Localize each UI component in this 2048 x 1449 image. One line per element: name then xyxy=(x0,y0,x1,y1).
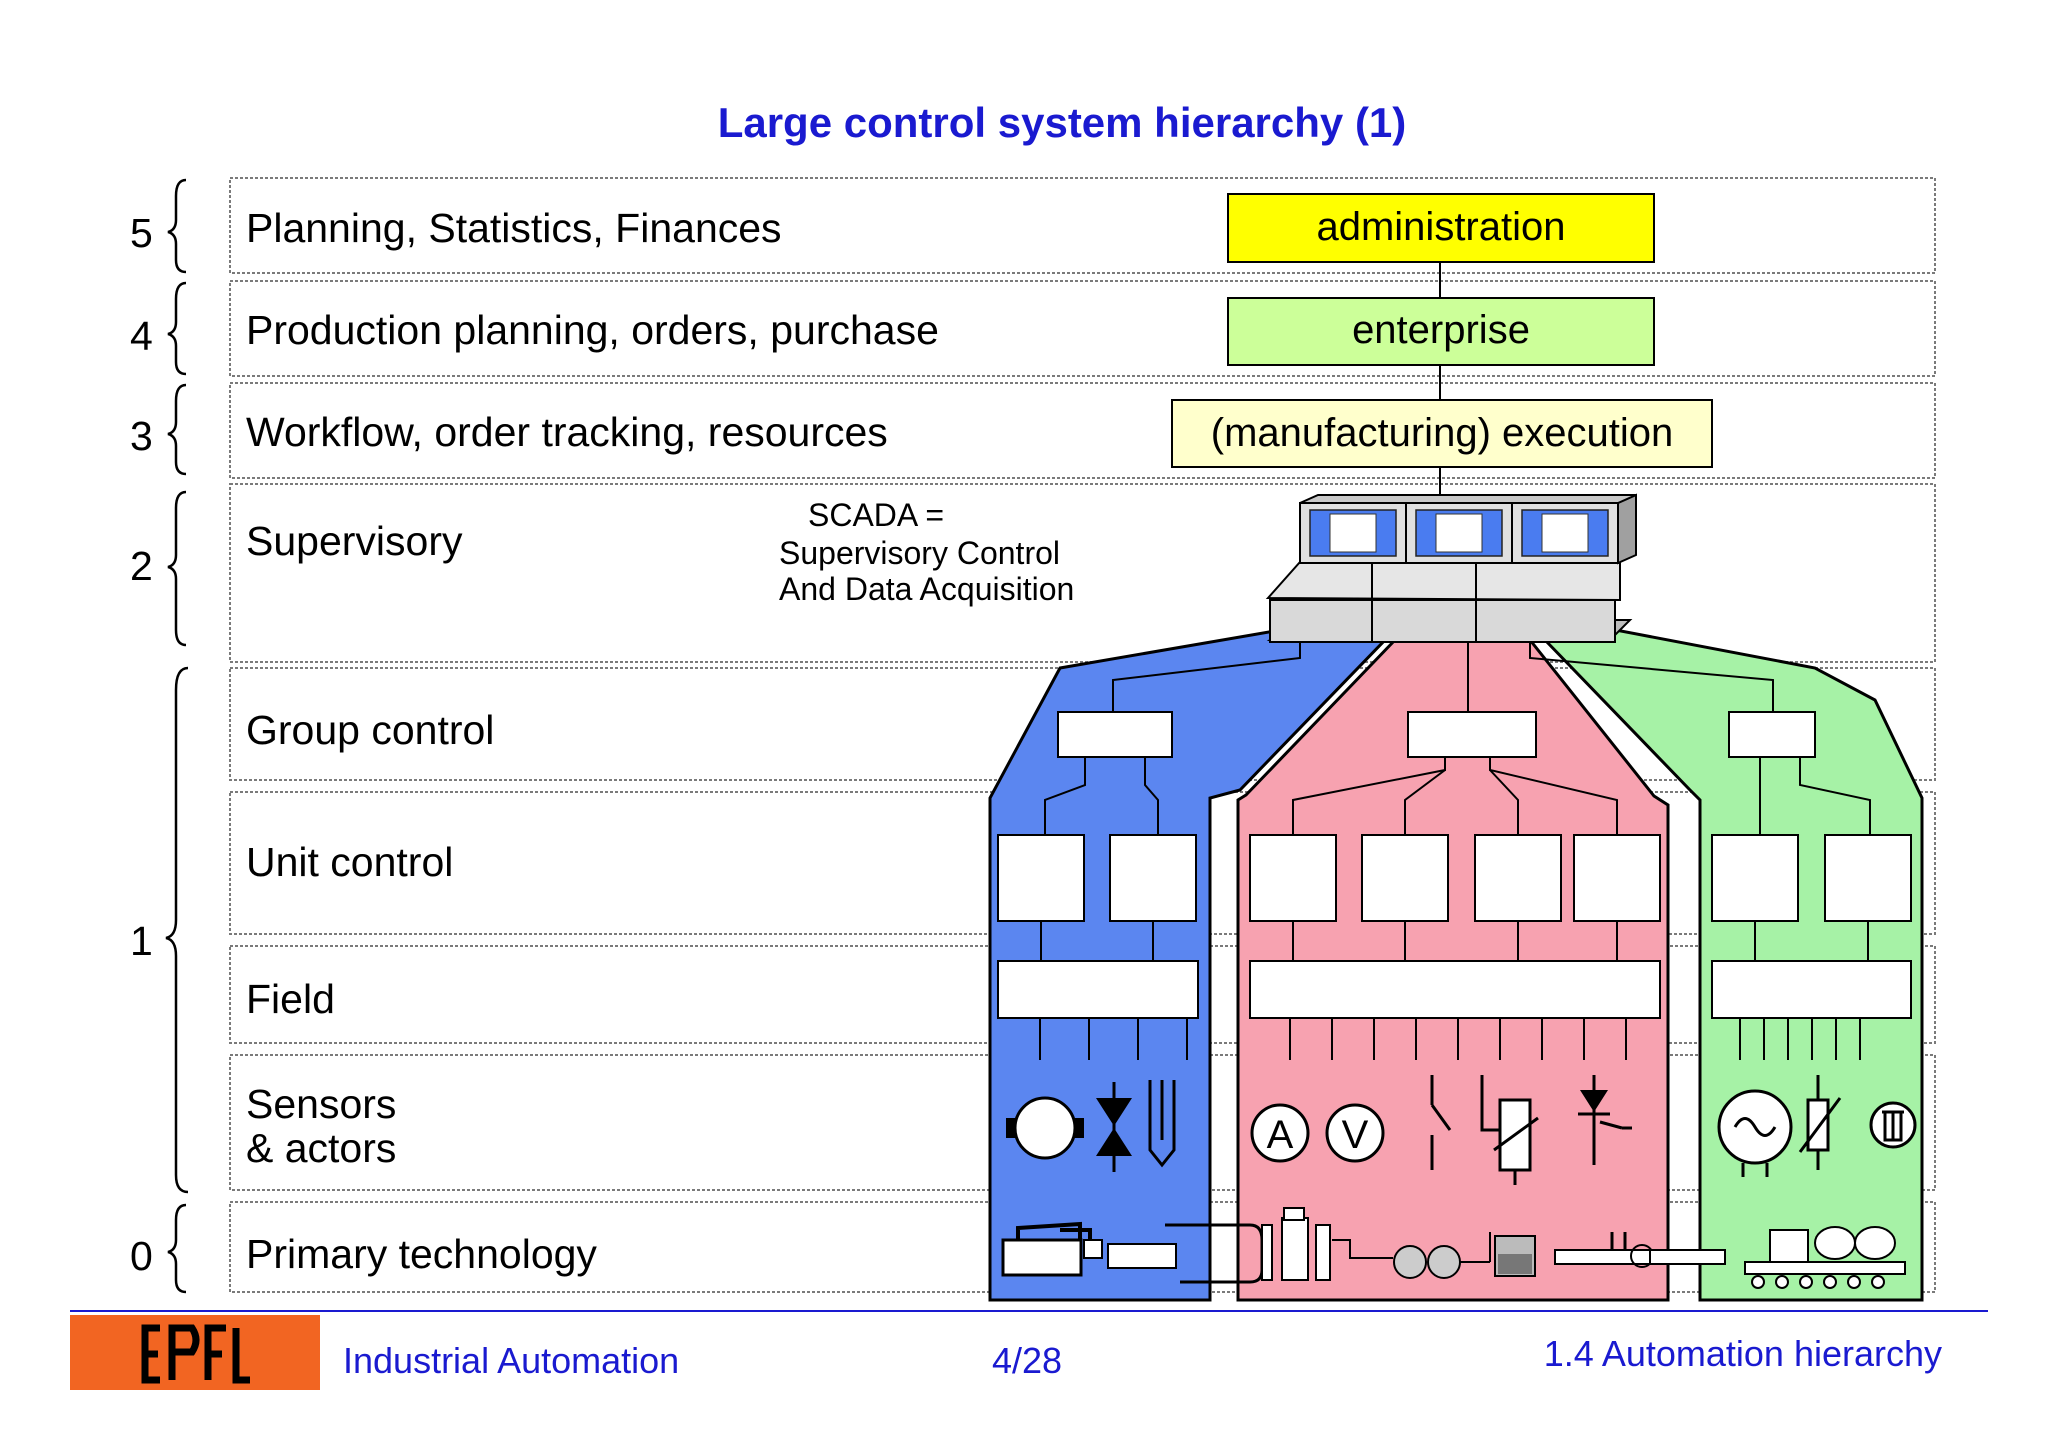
unit-field-links xyxy=(1040,921,1869,961)
level-number-1: 1 xyxy=(130,918,153,964)
group-unit-links xyxy=(1044,757,1871,835)
switch-icon xyxy=(1430,1075,1452,1170)
layer-label-planning: Planning, Statistics, Finances xyxy=(246,205,782,251)
thyristor-icon xyxy=(1578,1075,1632,1165)
level-number-4: 4 xyxy=(130,313,153,359)
scada-note-line1: SCADA = xyxy=(808,497,944,533)
layer-label-field: Field xyxy=(246,976,335,1022)
footer-section-title: 1.4 Automation hierarchy xyxy=(1544,1333,1942,1374)
level-probe-icon xyxy=(1148,1080,1176,1168)
fieldbus-blue xyxy=(997,960,1199,1019)
level-number-0: 0 xyxy=(130,1233,153,1279)
row-supervisory xyxy=(229,483,1936,663)
group-controller-green xyxy=(1728,711,1816,758)
variable-resistor-icon xyxy=(1798,1075,1842,1170)
ammeter-letter: A xyxy=(1267,1113,1294,1157)
thermometer-icon xyxy=(1869,1101,1917,1149)
layer-label-supervisory: Supervisory xyxy=(246,518,463,564)
level-number-3: 3 xyxy=(130,413,153,459)
scada-note-line2: Supervisory Control xyxy=(779,535,1060,571)
unit-controller xyxy=(1249,834,1337,922)
scada-note-line3: And Data Acquisition xyxy=(779,571,1074,607)
enterprise-label: enterprise xyxy=(1352,308,1530,352)
primary-technology-pink xyxy=(1261,1207,1654,1281)
ammeter-icon xyxy=(1250,1103,1310,1163)
layer-label-production: Production planning, orders, purchase xyxy=(246,307,939,353)
scada-console-icon xyxy=(1265,493,1637,643)
unit-controller xyxy=(1573,834,1661,922)
valve-icon xyxy=(1096,1082,1132,1172)
unit-controller xyxy=(1474,834,1562,922)
console-links xyxy=(1112,643,1774,712)
group-controller-pink xyxy=(1407,711,1537,758)
fieldbus-pink xyxy=(1249,960,1661,1019)
relay-icon xyxy=(1480,1075,1539,1185)
administration-label: administration xyxy=(1316,205,1565,249)
page-title: Large control system hierarchy (1) xyxy=(718,99,1407,146)
unit-controller xyxy=(1824,834,1912,922)
generator-icon xyxy=(1717,1089,1793,1177)
group-controller-blue xyxy=(1057,711,1173,758)
execution-box xyxy=(1171,399,1713,468)
footer-course-title: Industrial Automation xyxy=(343,1340,679,1381)
unit-controller xyxy=(1711,834,1799,922)
layer-label-workflow: Workflow, order tracking, resources xyxy=(246,409,888,455)
unit-controller xyxy=(1109,834,1197,922)
epfl-logo xyxy=(70,1315,320,1390)
primary-technology-green xyxy=(1649,1226,1906,1289)
voltmeter-icon xyxy=(1325,1103,1385,1163)
unit-controller xyxy=(997,834,1085,922)
administration-box xyxy=(1227,193,1655,263)
fieldbus-green xyxy=(1711,960,1912,1019)
layer-label-sensors: Sensors xyxy=(246,1081,396,1127)
level-number-5: 5 xyxy=(130,210,153,256)
level-number-2: 2 xyxy=(130,543,153,589)
enterprise-box xyxy=(1227,297,1655,366)
layer-label-unit-control: Unit control xyxy=(246,839,453,885)
unit-controller xyxy=(1361,834,1449,922)
level-braces xyxy=(165,178,189,1294)
execution-label: (manufacturing) execution xyxy=(1211,411,1673,455)
layer-label-primary: Primary technology xyxy=(246,1231,597,1277)
motor-icon xyxy=(1006,1096,1084,1160)
footer-page-number: 4/28 xyxy=(992,1340,1062,1381)
layer-label-group-control: Group control xyxy=(246,707,494,753)
voltmeter-letter: V xyxy=(1342,1113,1369,1157)
field-drop-lines xyxy=(1039,1018,1861,1060)
primary-technology-blue xyxy=(1001,1221,1264,1284)
layer-label-actors: & actors xyxy=(246,1125,396,1171)
